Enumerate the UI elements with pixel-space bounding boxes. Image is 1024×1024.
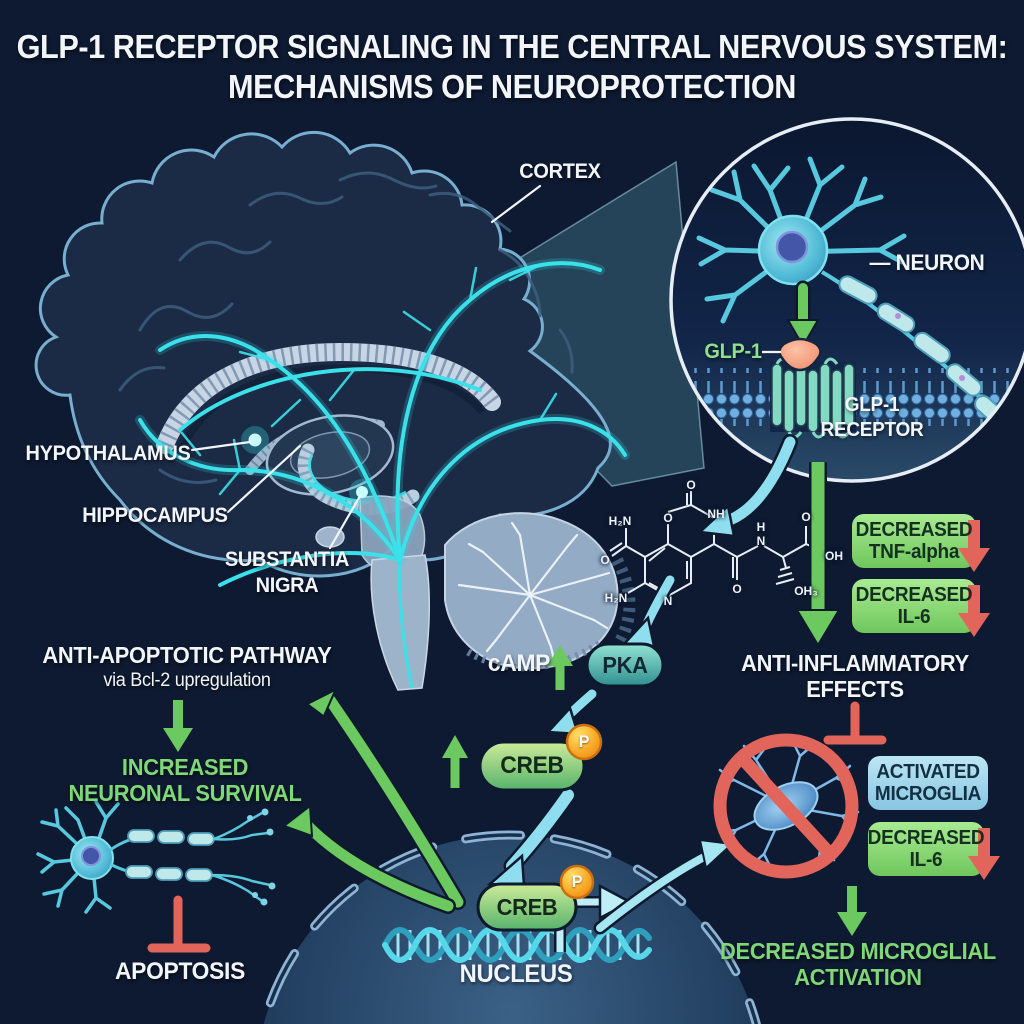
prohibition-sign [713,733,860,879]
box-il6-top-line2: IL-6 [897,606,931,628]
substantia-nigra-leader-line [328,494,362,550]
inset-circle [669,117,1024,483]
creb-pill [478,723,603,792]
arrow-chem-to-pka [621,573,677,648]
label-anti-apoptotic: ANTI-APOPTOTIC PATHWAY [42,642,332,668]
chem-label-oh: OH [825,549,843,563]
box-tnf-line2: TNF-alpha [868,541,960,563]
chem-label-h-amide: H [756,520,766,534]
box-il6-top-line1: DECREASED [855,584,973,606]
label-nucleus: NUCLEUS [459,960,573,988]
hypothalamus-leader-line [190,440,252,452]
glp1-receptor-shape [770,357,856,439]
box-il6-bottom-line1: DECREASED [867,827,985,849]
label-phospho: P [578,732,590,751]
box-il6-bottom-line2: IL-6 [909,849,943,871]
phospho-badge [565,723,603,761]
chem-label-o-amide: O [732,582,742,596]
brain-illustration [34,130,636,691]
label-survival-2: NEURONAL SURVIVAL [68,780,302,806]
chem-label-oh3: OH₃ [794,584,818,598]
label-substantia-nigra-2: NIGRA [255,574,319,597]
label-pka: PKA [602,652,648,678]
survival-down-arrow [163,700,193,752]
label-apoptosis: APOPTOSIS [114,958,246,985]
chem-label-n-ring: N [663,594,673,608]
label-substantia-nigra-1: SUBSTANTIA [224,548,350,571]
healthy-neuron [36,800,276,914]
decreased-il6-top-box [852,579,976,633]
glp1-release-arrow [786,280,820,349]
label-creb: CREB [500,752,564,779]
creb-up-arrow [442,735,468,788]
label-hypothalamus: HYPOTHALAMUS [25,442,191,465]
label-cortex: CORTEX [519,160,601,183]
tnf-down-arrow [958,520,990,572]
box-microglia-line1: ACTIVATED [876,761,980,783]
inhibition-bar-right [823,701,887,745]
chem-label-o-left: O [600,553,610,567]
label-anti-inflammatory-2: EFFECTS [806,676,904,702]
box-microglia-line2: MICROGLIA [874,783,982,805]
chem-label-nh: NH [707,507,725,521]
hippocampus-leader-line [226,444,302,514]
il6-top-down-arrow [958,585,990,637]
microglial-down-arrow [837,886,867,936]
decreased-tnf-box [852,514,976,568]
label-hippocampus: HIPPOCAMPUS [82,504,228,527]
chemical-structure [609,491,825,598]
decreased-il6-bottom-box [868,822,984,876]
arrow-to-survival [281,804,456,914]
label-survival-1: INCREASED [121,754,249,780]
label-bcl2: via Bcl-2 upregulation [103,670,271,691]
label-microglial-2: ACTIVATION [794,964,922,990]
glp1-molecule [778,337,822,372]
creb-nucleus-pill [476,864,595,932]
arrow-creb-to-nucleus [486,786,577,888]
activated-microglia-box [868,756,988,810]
title-line1: GLP-1 RECEPTOR SIGNALING IN THE CENTRAL … [16,28,1008,65]
label-phospho-nucleus: P [571,872,583,891]
neuron-illustration [696,156,1010,430]
chem-label-n-amide: N [756,534,766,548]
camp-up-arrow [547,645,573,690]
title-line2: MECHANISMS OF NEUROPROTECTION [228,68,796,105]
cortex-leader-line [490,184,542,224]
box-tnf-line1: DECREASED [855,519,973,541]
label-glp1-receptor-2: RECEPTOR [820,419,924,441]
label-neuron: — NEURON [869,250,985,275]
label-microglial-1: DECREASED MICROGLIAL [720,938,996,964]
pka-pill [585,642,665,688]
label-camp: cAMP [487,650,551,677]
chem-label-h2n-bottom: H₂N [604,591,628,605]
arrow-receptor-to-chem [697,434,798,538]
label-creb-nucleus: CREB [496,894,558,920]
arrow-pka-to-creb [545,687,599,736]
chem-label-o-top: O [686,478,696,492]
label-glp1: GLP-1 [704,340,762,363]
il6-bottom-down-arrow [968,828,1000,880]
label-anti-inflammatory-1: ANTI-INFLAMMATORY [741,650,969,676]
arrow-nucleus-to-microglia [593,838,735,935]
anti-inflammatory-main-arrow [795,462,841,647]
label-glp1-receptor-1: GLP-1 [844,394,900,416]
arrow-to-anti-apoptotic [305,687,466,910]
inhibition-bar-left [147,895,211,953]
phospho-badge-nucleus [559,864,595,900]
leader-lines [190,184,542,550]
chem-label-o-ring: O [663,511,673,525]
chem-label-h2n-top: H₂N [608,514,632,528]
chem-label-o-acid: O [801,510,811,524]
